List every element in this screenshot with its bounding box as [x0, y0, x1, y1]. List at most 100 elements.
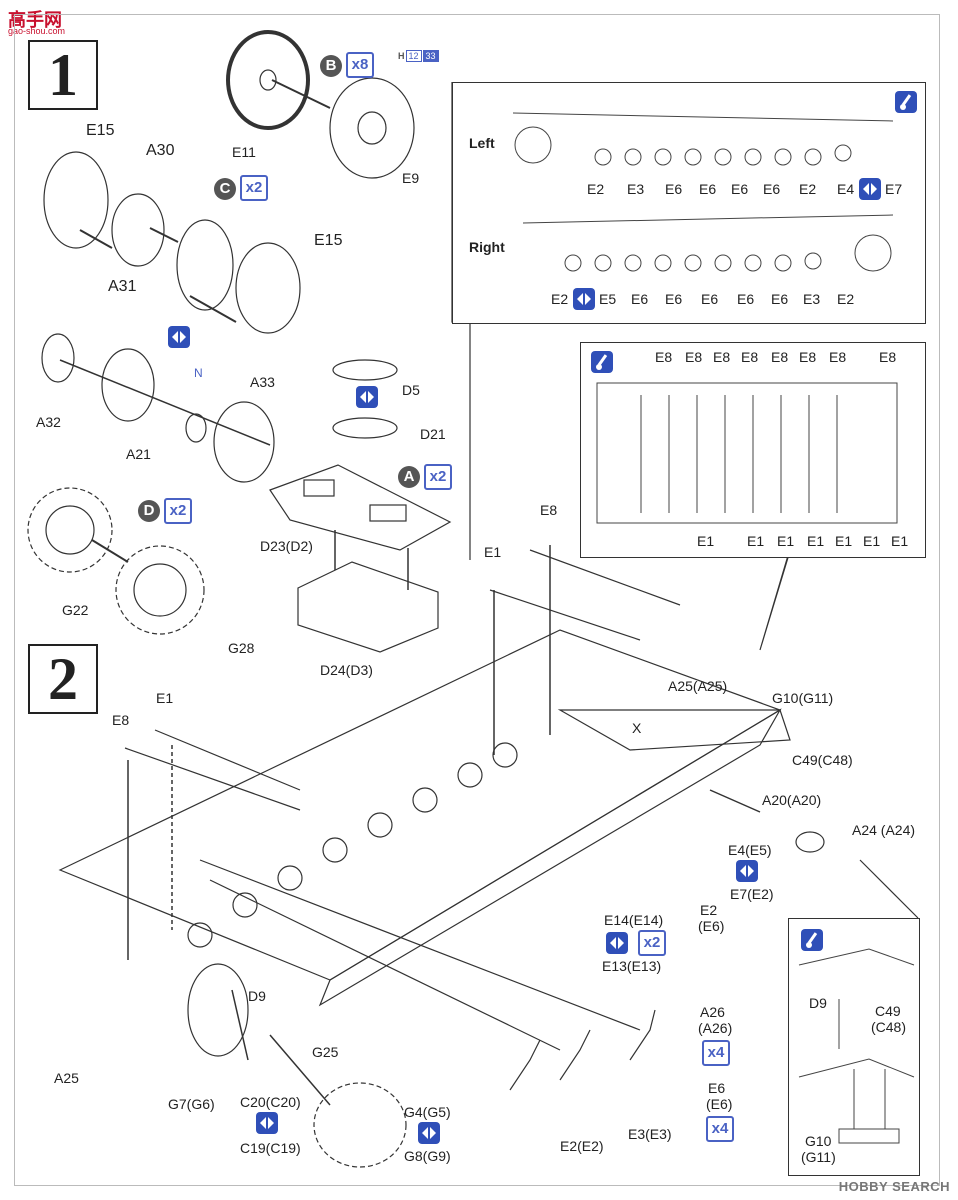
part-label: E8 — [713, 349, 731, 365]
label-e6: E6 — [708, 1080, 726, 1096]
tire-e15b — [235, 242, 301, 334]
paint-icon — [591, 351, 613, 373]
quantity-x4-badge: x4 — [706, 1116, 734, 1142]
mirror-icon — [859, 178, 881, 200]
label-a31: A31 — [108, 278, 137, 295]
mirror-icon — [256, 1112, 278, 1134]
label-e15: E15 — [86, 122, 115, 139]
label-e2: E2 — [700, 902, 718, 918]
mirror-icon — [168, 326, 190, 348]
step-1-number: 1 — [28, 40, 98, 110]
label-g28: G28 — [228, 640, 255, 656]
mirror-icon — [606, 932, 628, 954]
box-d24 — [297, 561, 439, 653]
label-e8: E8 — [540, 502, 558, 518]
torsion-bar-drawing — [596, 382, 898, 524]
part-label: E6 — [701, 291, 719, 307]
part-label: E2 — [837, 291, 855, 307]
label-g11: (G11) — [801, 1149, 836, 1165]
label-g22: G22 — [62, 602, 89, 618]
wheel-arrangement-panel: Left Right E2 E3 E6 E6 E6 E6 E2 E4 E7 E2… — [452, 82, 926, 324]
label-g10: G10 — [805, 1133, 832, 1149]
part-label: E1 — [807, 533, 825, 549]
wheel-e9 — [329, 77, 415, 179]
mirror-icon — [736, 860, 758, 882]
part-label: E6 — [665, 181, 683, 197]
watermark: HOBBY SEARCH — [838, 1179, 950, 1194]
label-a25: A25 — [54, 1070, 79, 1086]
label-a33: A33 — [250, 374, 275, 390]
label-e13: E13(E13) — [602, 958, 662, 974]
part-label: E8 — [879, 349, 897, 365]
part-label: E2 — [799, 181, 817, 197]
part-label: E1 — [697, 533, 715, 549]
plate-c49 — [557, 709, 791, 751]
runner-b-marker: B — [320, 55, 342, 77]
idler-wheel — [101, 348, 155, 422]
label-c49: C49 — [875, 1003, 901, 1019]
hub-a30 — [111, 193, 165, 267]
wheel-a31 — [176, 219, 234, 311]
quantity-x4-badge: x4 — [702, 1040, 730, 1066]
label-e9: E9 — [402, 170, 420, 186]
sprocket-g4 — [313, 1082, 407, 1168]
label-d9: D9 — [248, 988, 266, 1004]
label-e6-paren: (E6) — [698, 918, 725, 934]
mirror-icon — [573, 288, 595, 310]
label-a24: A24 (A24) — [852, 822, 916, 838]
part-d21 — [332, 417, 398, 439]
track-run-drawing — [512, 112, 894, 272]
ring-a33 — [213, 401, 275, 483]
part-label: E7 — [885, 181, 903, 197]
part-label: E1 — [777, 533, 795, 549]
quantity-x8-badge: x8 — [346, 52, 374, 78]
label-g10: G10(G11) — [772, 690, 834, 706]
mirror-icon — [418, 1122, 440, 1144]
label-d5: D5 — [402, 382, 420, 398]
part-a24 — [795, 831, 825, 853]
paint-icon — [801, 929, 823, 951]
runner-d-marker: D — [138, 500, 160, 522]
part-label: E1 — [891, 533, 909, 549]
part-label: E2 — [551, 291, 569, 307]
label-c49: C49(C48) — [792, 752, 853, 768]
part-label: E3 — [627, 181, 645, 197]
label-a26: A26 — [700, 1004, 725, 1020]
sprocket-g28 — [115, 545, 205, 635]
quantity-x2-badge: x2 — [240, 175, 268, 201]
label-e14: E14(E14) — [604, 912, 664, 928]
paint-icon — [895, 91, 917, 113]
label-a25: A25(A25) — [668, 678, 728, 694]
label-c20: C20(C20) — [240, 1094, 301, 1110]
label-e15: E15 — [314, 232, 343, 249]
label-a30: A30 — [146, 142, 175, 159]
part-label: E6 — [763, 181, 781, 197]
label-d9: D9 — [809, 995, 827, 1011]
part-label: E8 — [771, 349, 789, 365]
label-e11: E11 — [232, 144, 256, 160]
part-label: E8 — [741, 349, 759, 365]
step-2-number: 2 — [28, 644, 98, 714]
part-label: E6 — [731, 181, 749, 197]
part-label: E5 — [599, 291, 617, 307]
sprocket-g22 — [27, 487, 113, 573]
quantity-x2-badge: x2 — [164, 498, 192, 524]
label-n: N — [194, 366, 203, 380]
part-label: E4 — [837, 181, 855, 197]
part-label: E6 — [699, 181, 717, 197]
label-e1: E1 — [156, 690, 174, 706]
label-e1: E1 — [484, 544, 502, 560]
label-a32: A32 — [36, 414, 61, 430]
label-c19: C19(C19) — [240, 1140, 301, 1156]
label-e4: E4(E5) — [728, 842, 772, 858]
label-e2-e2: E2(E2) — [560, 1138, 604, 1154]
left-side-label: Left — [469, 135, 495, 151]
label-g25: G25 — [312, 1044, 339, 1060]
runner-a-marker: A — [398, 466, 420, 488]
runner-c-marker: C — [214, 178, 236, 200]
site-logo: 高手网 — [8, 10, 62, 30]
label-a26-paren: (A26) — [698, 1020, 733, 1036]
wheel-e11 — [226, 30, 310, 130]
disc-a32 — [41, 333, 75, 383]
